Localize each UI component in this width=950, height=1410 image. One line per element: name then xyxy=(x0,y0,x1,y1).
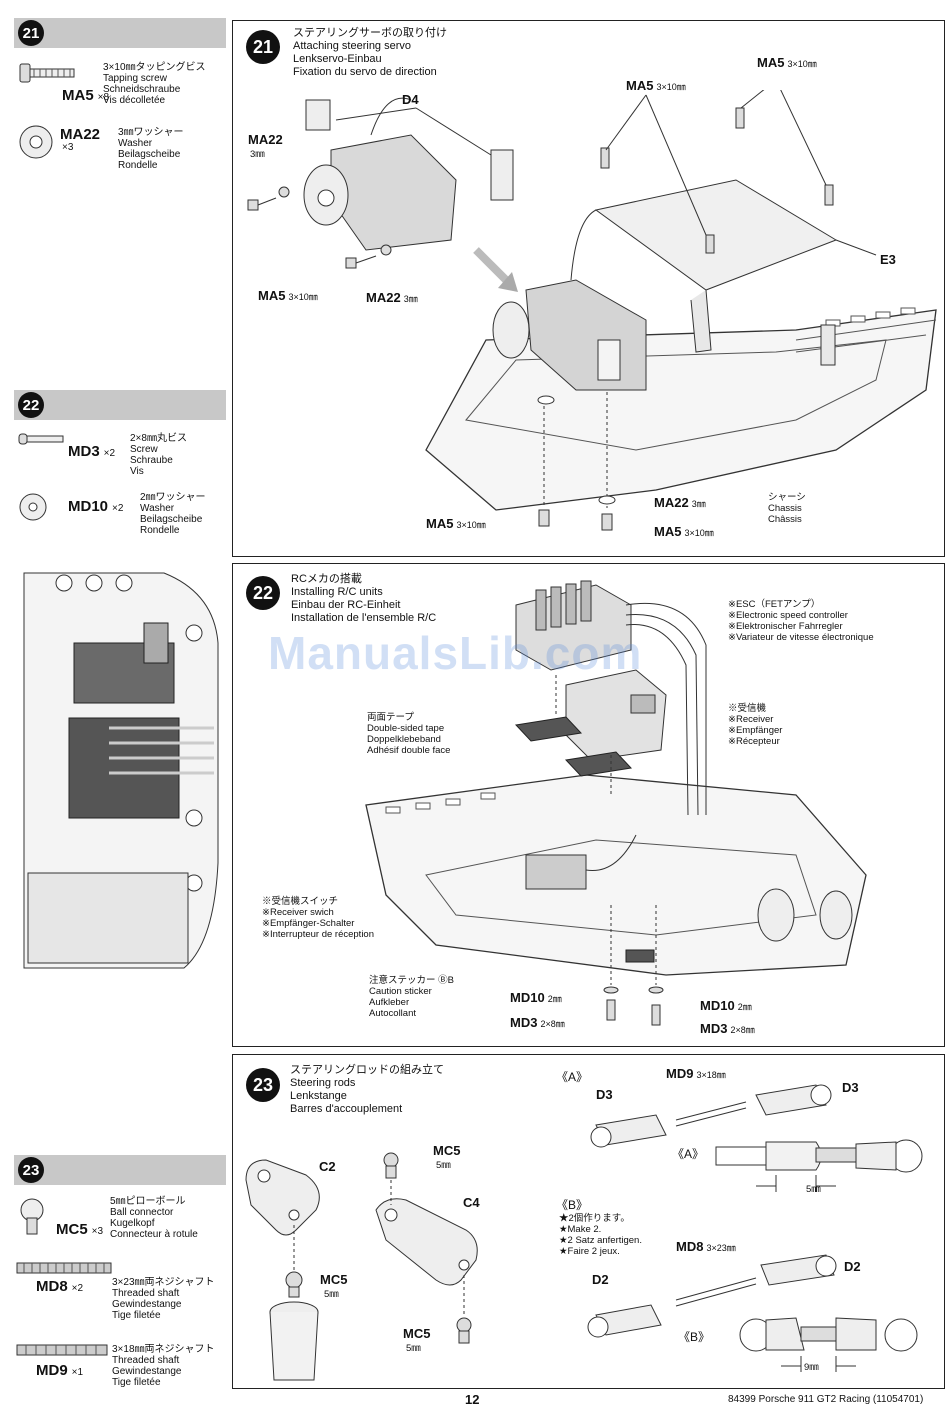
part-desc: 3×10㎜タッピングビス Tapping screw Schneidschrau… xyxy=(103,62,206,106)
variant-label: 《B》 xyxy=(556,1198,589,1212)
watermark-text: ManualsLib.com xyxy=(268,627,643,679)
part-desc: 3×18㎜両ネジシャフト Threaded shaft Gewindestang… xyxy=(112,1344,215,1388)
part-qty: ×3 xyxy=(62,142,74,153)
part-code: MD10×2 xyxy=(68,498,124,515)
part-code: MD8×2 xyxy=(36,1278,84,1295)
rc-units-illustration xyxy=(365,580,867,1026)
washer-icon xyxy=(19,493,47,521)
part-label: MA22 xyxy=(248,132,283,147)
part-label: MC5 xyxy=(403,1326,431,1341)
part-desc: 2㎜ワッシャー Washer Beilagscheibe Rondelle xyxy=(140,492,206,536)
switch-label: ※受信機スイッチ ※Receiver swich ※Empfänger-Scha… xyxy=(262,896,374,940)
part-code: MC5×3 xyxy=(56,1221,104,1238)
tape-label: 両面テープ Double-sided tape Doppelklebeband … xyxy=(367,712,451,756)
ball-connector-icon xyxy=(20,1198,44,1235)
steering-rods-illustration xyxy=(245,1084,923,1381)
step-title: ステアリングロッドの組み立て Steering rods Lenkstange … xyxy=(290,1064,444,1115)
part-label: C2 xyxy=(319,1159,336,1174)
washer-icon xyxy=(19,125,53,159)
sidebar-21-header xyxy=(14,18,226,48)
step-22-panel xyxy=(232,563,945,1047)
dimension-label: 9㎜ xyxy=(804,1362,819,1373)
step-23-panel xyxy=(232,1054,945,1389)
step-21-panel xyxy=(232,20,945,557)
step-badge: 21 xyxy=(18,20,44,46)
dimension-label: 5㎜ xyxy=(806,1184,821,1195)
model-footer: 84399 Porsche 911 GT2 Racing (11054701) xyxy=(728,1394,924,1405)
part-label: D2 xyxy=(592,1272,609,1287)
part-label: D4 xyxy=(402,92,419,107)
servo-mounting-illustration xyxy=(247,90,937,531)
part-label: C4 xyxy=(463,1195,480,1210)
part-size: 5㎜ xyxy=(436,1160,451,1171)
chassis-topview-illustration xyxy=(23,572,219,969)
part-code: MA22 xyxy=(60,126,101,143)
part-desc: 3㎜ワッシャー Washer Beilagscheibe Rondelle xyxy=(118,127,184,171)
part-code: MD3×2 xyxy=(68,443,116,460)
step-badge: 22 xyxy=(246,576,280,610)
threaded-shaft-icon xyxy=(16,1262,112,1274)
part-label: MC5 xyxy=(320,1272,348,1287)
variant-label: 《A》 xyxy=(556,1070,589,1084)
part-size: 3㎜ xyxy=(250,149,265,160)
variant-label: 《B》 xyxy=(678,1330,711,1344)
step-badge: 23 xyxy=(246,1068,280,1102)
receiver-label: ※受信機 ※Receiver ※Empfänger ※Récepteur xyxy=(728,703,783,747)
screw-icon xyxy=(18,433,64,445)
sidebar-23-header xyxy=(14,1155,226,1185)
part-size: 5㎜ xyxy=(406,1343,421,1354)
make-two-note: ★2個作ります。 ★Make 2. ★2 Satz anfertigen. ★F… xyxy=(559,1213,642,1257)
step-title: ステアリングサーボの取り付け Attaching steering servo … xyxy=(293,27,447,78)
sidebar-22-header xyxy=(14,390,226,420)
esc-label: ※ESC（FETアンプ） ※Electronic speed controlle… xyxy=(728,599,874,643)
variant-label: 《A》 xyxy=(672,1147,705,1161)
part-label: MC5 xyxy=(433,1143,461,1158)
tapping-screw-icon xyxy=(19,63,75,83)
sticker-label: 注意ステッカー ⒷB Caution sticker Aufkleber Aut… xyxy=(369,975,454,1019)
part-desc: 2×8㎜丸ビス Screw Schraube Vis xyxy=(130,433,187,477)
part-desc: 3×23㎜両ネジシャフト Threaded shaft Gewindestang… xyxy=(112,1277,215,1321)
part-code: MA5×8 xyxy=(62,87,110,104)
threaded-shaft-icon xyxy=(16,1344,108,1356)
step-badge: 21 xyxy=(246,30,280,64)
part-label: D2 xyxy=(844,1259,861,1274)
part-label: D3 xyxy=(596,1087,613,1102)
part-desc: 5㎜ピローボール Ball connector Kugelkopf Connec… xyxy=(110,1196,198,1240)
page-number: 12 xyxy=(465,1392,480,1407)
chassis-label: シャーシ Chassis Châssis xyxy=(768,492,806,525)
step-title: RCメカの搭載 Installing R/C units Einbau der … xyxy=(291,573,437,624)
part-code: MD9×1 xyxy=(36,1362,84,1379)
part-label: E3 xyxy=(880,252,896,267)
part-size: 5㎜ xyxy=(324,1289,339,1300)
step-badge: 23 xyxy=(18,1157,44,1183)
part-label: D3 xyxy=(842,1080,859,1095)
step-badge: 22 xyxy=(18,392,44,418)
